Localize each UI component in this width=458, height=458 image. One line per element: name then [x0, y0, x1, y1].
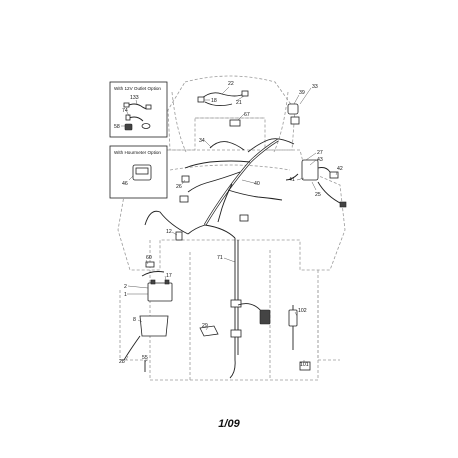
left-harness-branch — [144, 175, 249, 241]
leader-lines — [125, 86, 338, 363]
callout-74: 74 — [122, 108, 128, 114]
inset-hourmeter: With Hourmeter Option 46 — [109, 145, 168, 199]
callout-27: 27 — [317, 150, 323, 156]
inset-title: With 12V Outlet Option — [114, 86, 161, 91]
callout-101: 101 — [300, 362, 309, 368]
callout-46: 46 — [122, 181, 128, 187]
callout-34: 34 — [199, 138, 205, 144]
callout-33: 33 — [312, 84, 318, 90]
callout-29: 29 — [202, 323, 208, 329]
ignition-components — [285, 103, 347, 208]
callout-60: 60 — [146, 255, 152, 261]
callout-43: 43 — [317, 157, 323, 163]
callout-26: 26 — [176, 184, 182, 190]
callout-67: 67 — [244, 112, 250, 118]
callout-22: 22 — [228, 81, 234, 87]
callout-21: 21 — [236, 100, 242, 106]
callout-25: 25 — [315, 192, 321, 198]
callout-133: 133 — [130, 95, 139, 101]
callout-18: 18 — [211, 98, 217, 104]
callout-58: 58 — [114, 124, 120, 130]
callout-42: 42 — [337, 166, 343, 172]
top-harness-cluster — [197, 90, 249, 127]
callout-12: 12 — [166, 229, 172, 235]
page-number: 1/09 — [218, 418, 240, 430]
callout-8: 8 — [133, 317, 136, 323]
callout-1: 1 — [124, 292, 127, 298]
battery-assembly — [123, 261, 173, 372]
callout-17: 17 — [166, 273, 172, 279]
callout-39: 39 — [299, 90, 305, 96]
callout-102: 102 — [298, 308, 307, 314]
callout-71: 71 — [217, 255, 223, 261]
callout-40: 40 — [254, 181, 260, 187]
callout-labels: 22 33 18 21 39 67 34 27 43 41 42 25 26 4… — [119, 81, 343, 368]
callout-28: 28 — [119, 359, 125, 365]
callout-41: 41 — [289, 177, 295, 183]
callout-2: 2 — [124, 284, 127, 290]
inset-12v-outlet: With 12V Outlet Option 133 74 58 — [109, 81, 168, 138]
callout-55: 55 — [142, 355, 148, 361]
main-wiring-harness — [184, 138, 295, 379]
inset-title: With Hourmeter Option — [114, 150, 161, 155]
rear-components — [199, 305, 311, 371]
